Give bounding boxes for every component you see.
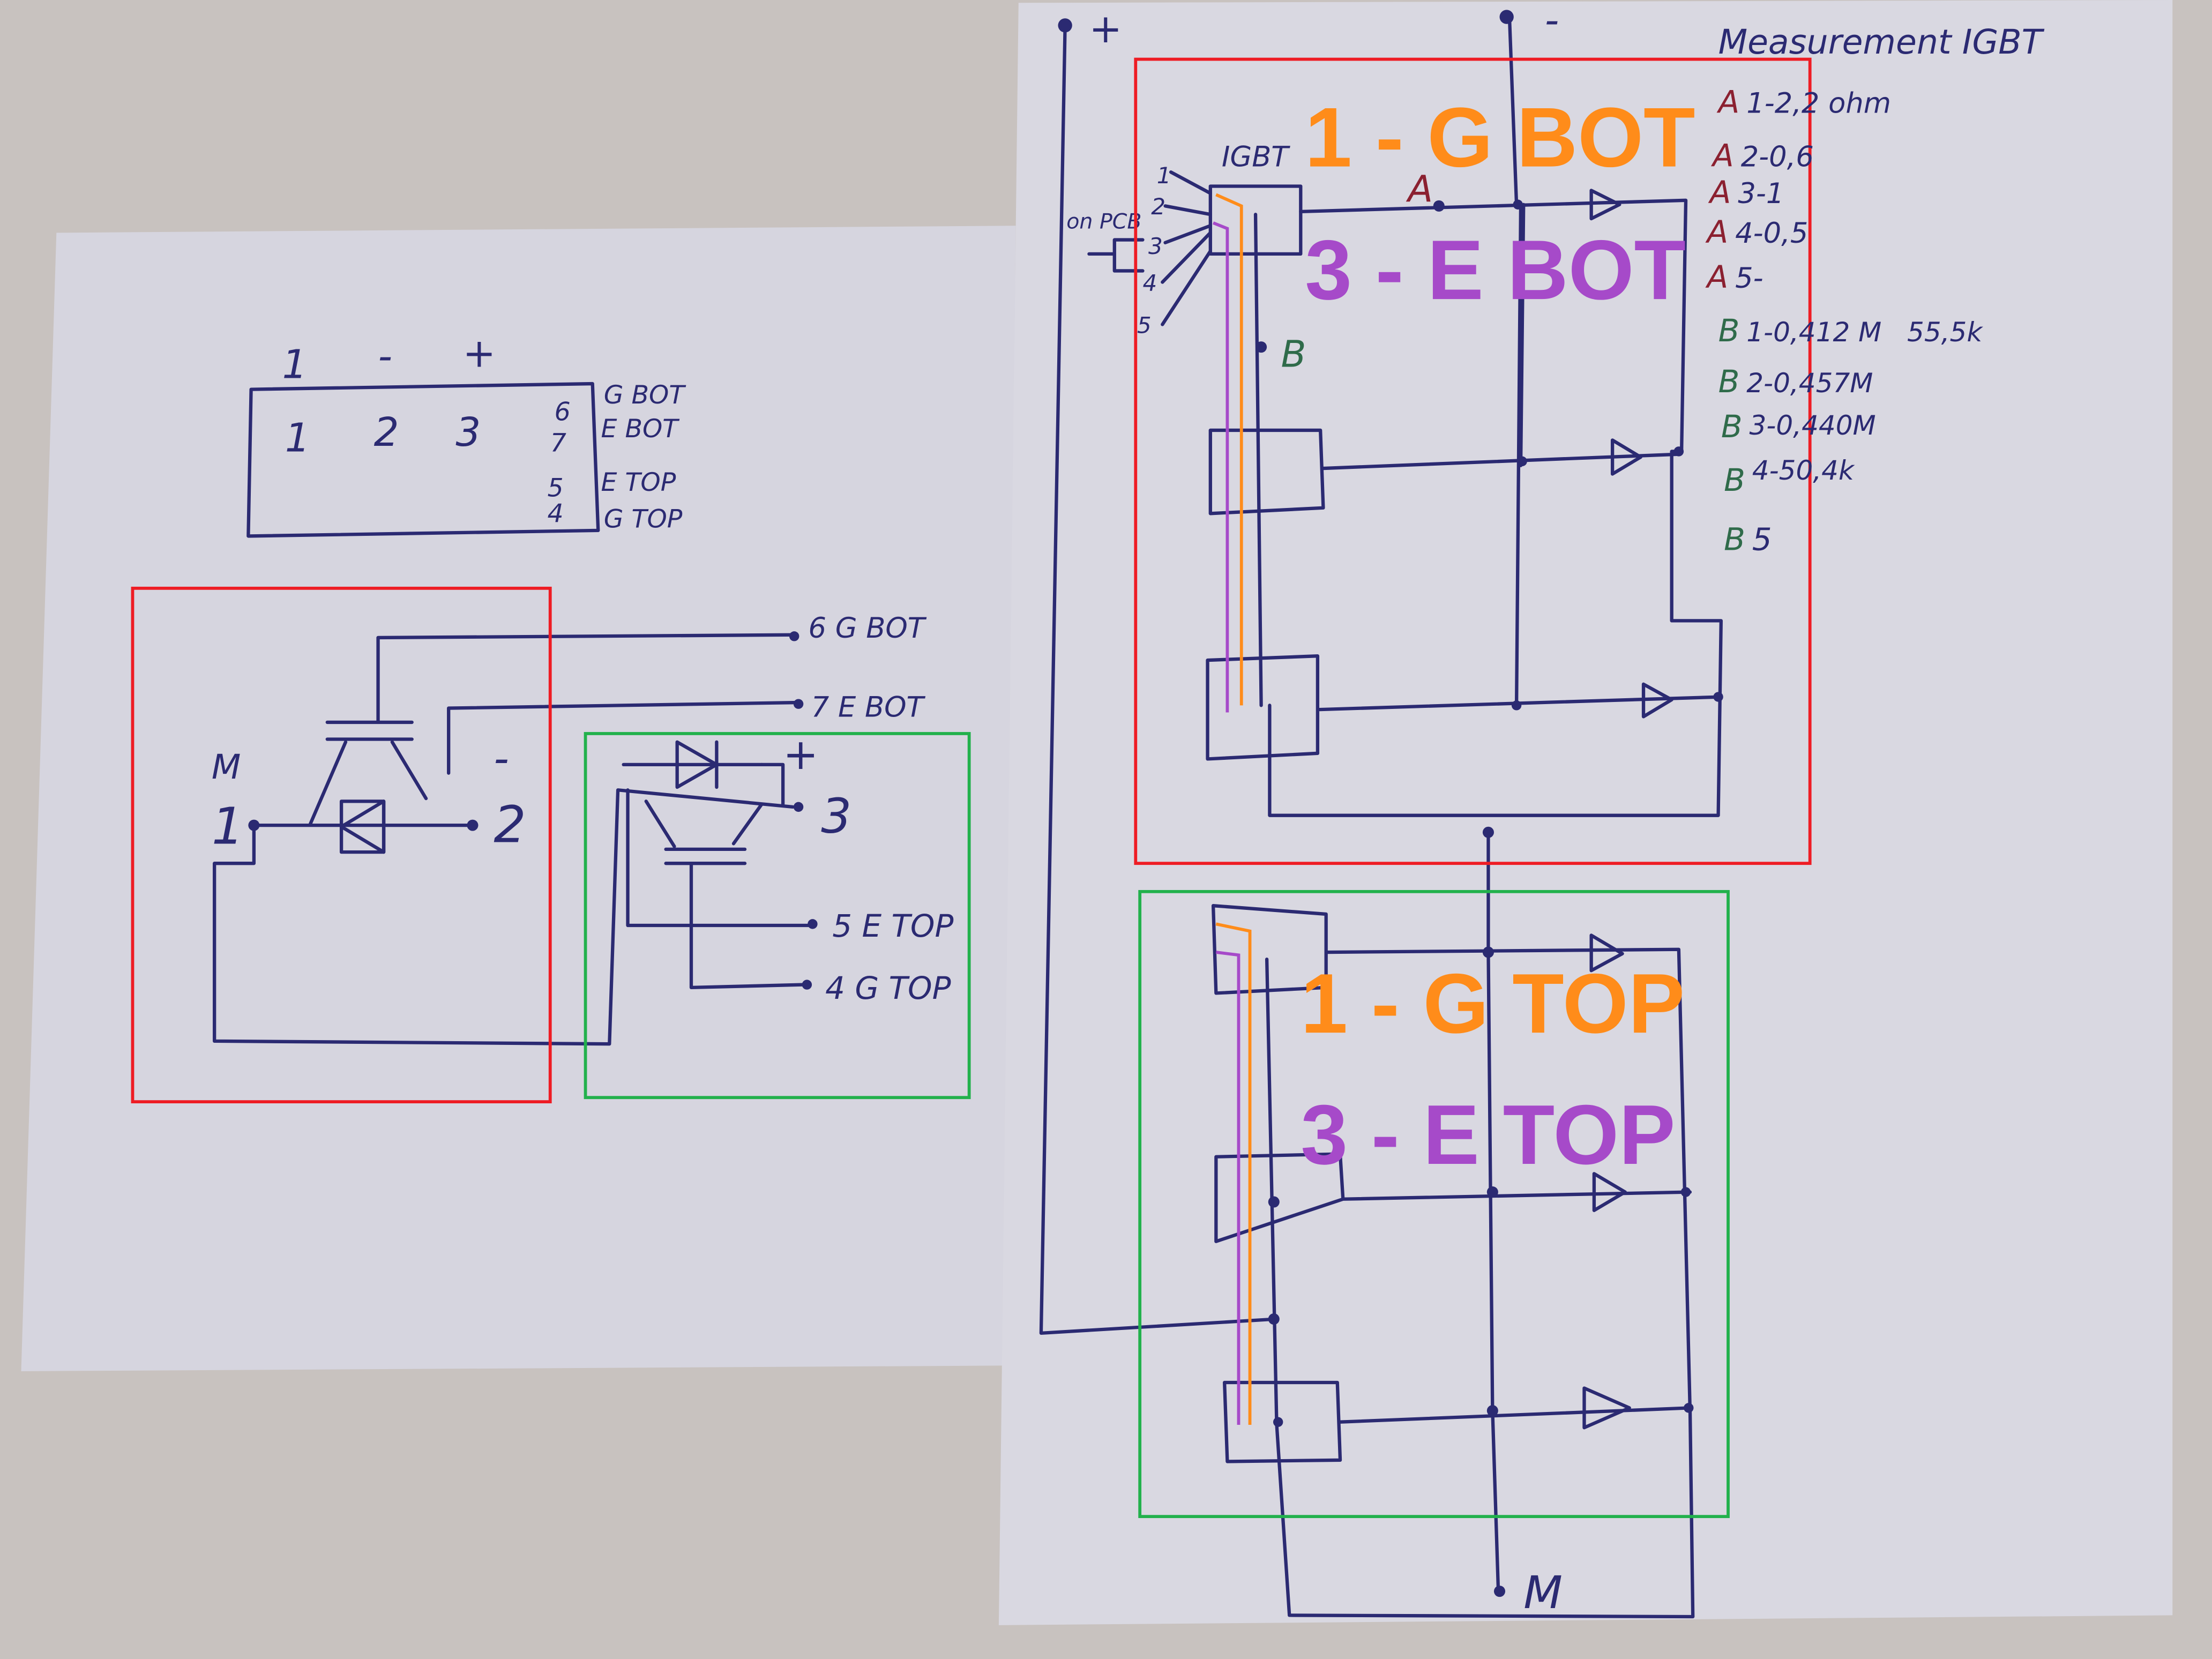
side-pin-5: 5 [547,474,563,503]
bottom-switch-highlight-right [1134,57,1812,865]
measurement-title: Measurement IGBT [1718,22,2045,62]
terminal-3: 3 [821,788,851,844]
measurement-a3: 3-1 [1738,177,1784,210]
measurement-b5-id: B [1724,521,1745,558]
measurement-a2: 2-0,6 [1741,141,1814,174]
module-pin-3: 3 [455,410,481,455]
overlay-gate-top: 1 - G TOP [1301,956,1685,1051]
measurement-a5-id: A [1705,259,1729,295]
measurement-a3-id: A [1708,174,1731,211]
pin-label-5: 5 [1137,312,1152,338]
top-switch-highlight-right [1138,890,1730,1518]
measurement-notes: Measurement IGBT A 1-2,2 ohm A 2-0,6 A 3… [1705,22,2045,558]
side-pin-6: 6 [555,398,571,427]
header-terminal-1: 1 [282,342,308,388]
measurement-b4-id: B [1724,462,1745,498]
overlay-gate-bot: 1 - G BOT [1305,91,1695,185]
igbt-label: IGBT [1222,141,1290,174]
module-pin-2: 2 [374,410,399,455]
pin-label-1: 1 [1157,162,1171,189]
measurement-b3: 3-0,440M [1749,410,1875,441]
bottom-switch-highlight-left [131,586,552,1103]
terminal-1: 1 [212,797,244,856]
measurement-b4: 4-50,4k [1752,455,1855,486]
measurement-b3-id: B [1721,408,1743,445]
pin-label-2: 2 [1151,193,1165,220]
measurement-b2-id: B [1718,363,1740,400]
measurement-b1-id: B [1718,312,1740,349]
measurement-a1-id: A [1716,84,1740,121]
half-bridge-schematic: M 1 - 2 6 G BOT 7 E BOT + 3 5 E TOP 4 G … [212,612,953,1046]
terminal-minus: - [494,734,509,783]
gate-top-label: 4 G TOP [825,970,951,1006]
on-pcb-label: on PCB [1066,209,1141,234]
side-pin-7-label: E BOT [601,414,681,444]
pin-layout: 1 - + 1 2 3 6 G BOT 7 E BOT 5 E TOP 4 G … [246,331,687,538]
measurement-a5: 5- [1735,262,1763,295]
side-pin-7: 7 [550,428,566,458]
terminal-plus: + [783,730,818,779]
point-b-label: B [1281,333,1306,376]
measurement-b5: 5 [1752,521,1772,558]
side-pin-4: 4 [547,499,563,528]
gate-bot-label: 6 G BOT [809,612,927,645]
pin-label-3: 3 [1148,233,1163,259]
terminal-2: 2 [494,796,526,855]
terminal-m: M [212,747,241,787]
top-switch-highlight-left [584,732,971,1100]
header-terminal-minus: - [378,334,393,379]
measurement-b2: 2-0,457M [1746,368,1873,399]
m-label: M [1523,1566,1563,1619]
left-paper [21,226,1016,1371]
right-paper [998,0,2173,1625]
overlay-emitter-bot: 3 - E BOT [1305,223,1686,317]
pin-label-4: 4 [1142,270,1157,296]
measurement-a4-id: A [1705,214,1729,250]
plus-label: + [1089,6,1122,52]
module-pin-1: 1 [285,415,310,461]
side-pin-6-label: G BOT [604,380,687,410]
side-pin-5-label: E TOP [601,468,676,497]
igbt-board-sketch: + - IGBT on PCB 1 2 3 4 5 A B [1039,0,1723,1619]
side-pin-4-label: G TOP [604,505,683,534]
measurement-a4: 4-0,5 [1735,217,1808,250]
emitter-bot-label: 7 E BOT [811,691,926,723]
minus-label: - [1545,0,1559,43]
header-terminal-plus: + [463,331,496,376]
emitter-top-label: 5 E TOP [832,908,953,944]
measurement-a1: 1-2,2 ohm [1746,87,1891,120]
overlay-emitter-top: 3 - E TOP [1301,1088,1675,1182]
measurement-a2-id: A [1710,138,1734,174]
point-a-label: A [1406,168,1433,211]
measurement-b1: 1-0,412 M 55,5k [1746,317,1983,348]
